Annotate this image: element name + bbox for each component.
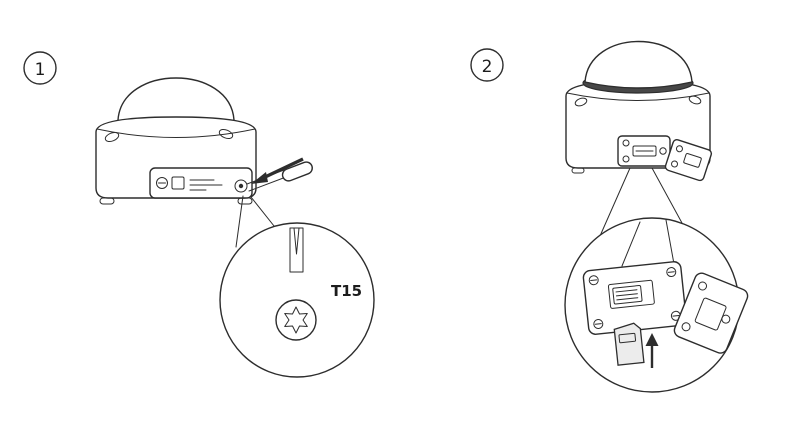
leader-line [665, 219, 675, 265]
panel-flap [664, 139, 713, 182]
step-2-number: 2 [482, 57, 493, 77]
drive-direction-line [262, 157, 304, 180]
leader-line [250, 196, 279, 232]
step-1-number: 1 [35, 60, 46, 80]
dome-camera-open-icon [565, 40, 713, 182]
magnifier-circle [564, 217, 749, 393]
torx-bit-icon [289, 227, 304, 273]
insert-arrow-icon [645, 333, 659, 368]
vent-hole-left [104, 131, 120, 143]
vent-hole-right [688, 95, 702, 105]
step-2: 2 [470, 40, 749, 393]
step-2-badge: 2 [470, 48, 504, 82]
side-panel-closed [149, 167, 253, 199]
panel-screw [234, 179, 248, 193]
vent-hole-right [218, 128, 234, 140]
panel-flap-zoomed [673, 272, 749, 354]
vent-hole-left [574, 97, 588, 107]
torx-screw-head-icon [275, 299, 317, 341]
step-1-badge: 1 [23, 51, 57, 85]
leader-line [599, 167, 631, 237]
leader-line [621, 221, 641, 267]
sd-card-icon [613, 322, 645, 366]
step-1: 1 [23, 51, 375, 378]
sd-card-slot [607, 279, 655, 309]
torx-screwdriver-icon [246, 157, 313, 192]
leader-line [235, 195, 244, 248]
side-panel-open-icon [617, 135, 713, 182]
magnifier-circle: T15 [219, 222, 375, 378]
drive-arrow-icon [251, 172, 268, 184]
dome-camera-icon [95, 77, 257, 205]
torx-size-label: T15 [331, 282, 362, 300]
